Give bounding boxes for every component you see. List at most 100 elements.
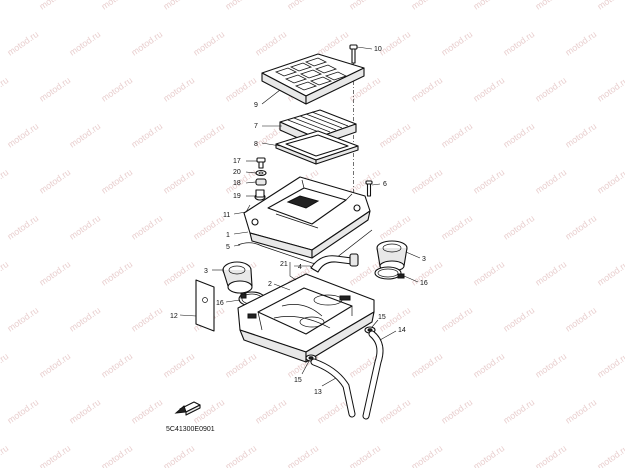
watermark-text: motod.ru — [439, 305, 474, 334]
callout-5: 5 — [226, 244, 230, 251]
watermark-text: motod.ru — [563, 305, 598, 334]
watermark-text: motod.ru — [501, 121, 536, 150]
part-grid-cover-9[interactable] — [261, 53, 365, 105]
watermark-text: motod.ru — [99, 75, 134, 104]
callout-1: 1 — [226, 232, 230, 239]
part-filter-frame-8[interactable] — [275, 130, 359, 165]
watermark-text: motod.ru — [99, 0, 134, 12]
part-breather-hose-4[interactable] — [310, 253, 359, 273]
part-bolt-10[interactable] — [349, 44, 358, 64]
callout-16-right: 16 — [420, 280, 428, 287]
watermark-text: motod.ru — [439, 213, 474, 242]
callout-15-upper: 15 — [378, 314, 386, 321]
watermark-text: motod.ru — [315, 397, 350, 426]
watermark-text: motod.ru — [67, 213, 102, 242]
watermark-text: motod.ru — [99, 351, 134, 380]
watermark-text: motod.ru — [161, 75, 196, 104]
drawing-code: 5C41300E0901 — [166, 426, 215, 433]
part-hose-clip-lower-15[interactable] — [305, 354, 317, 362]
watermark-text: motod.ru — [161, 0, 196, 12]
part-drain-hose-13[interactable] — [310, 358, 356, 418]
callout-14: 14 — [398, 327, 406, 334]
part-bracket-plate-12[interactable] — [195, 279, 215, 332]
watermark-text: motod.ru — [533, 443, 568, 468]
part-joint-right-3[interactable] — [376, 240, 408, 272]
watermark-text: motod.ru — [471, 75, 506, 104]
watermark-text: motod.ru — [595, 167, 625, 196]
watermark-text: motod.ru — [67, 397, 102, 426]
callout-labels: 10 9 7 8 17 20 18 19 6 11 1 5 3 21 4 2 3… — [170, 46, 428, 396]
callout-10: 10 — [374, 46, 382, 53]
callout-19: 19 — [233, 193, 241, 200]
watermark-text: motod.ru — [223, 75, 258, 104]
watermark-text: motod.ru — [129, 305, 164, 334]
watermark-text: motod.ru — [595, 0, 625, 12]
part-washer-20[interactable] — [255, 169, 267, 177]
watermark-text: motod.ru — [471, 443, 506, 468]
callout-18: 18 — [233, 180, 241, 187]
watermark-text: motod.ru — [223, 167, 258, 196]
watermark-text: motod.ru — [0, 167, 10, 196]
callout-12: 12 — [170, 313, 178, 320]
watermark-text: motod.ru — [595, 351, 625, 380]
watermark-text: motod.ru — [315, 29, 350, 58]
watermark-text: motod.ru — [37, 0, 72, 12]
watermark-text: motod.ru — [471, 0, 506, 12]
callout-21: 21 — [280, 261, 288, 268]
part-drain-hose-14[interactable] — [362, 330, 384, 420]
watermark-text: motod.ru — [533, 351, 568, 380]
watermark-text: motod.ru — [347, 0, 382, 12]
watermark-text: motod.ru — [99, 259, 134, 288]
callout-17: 17 — [233, 158, 241, 165]
watermark-text: motod.ru — [439, 121, 474, 150]
watermark-text: motod.ru — [37, 351, 72, 380]
watermark-text: motod.ru — [191, 213, 226, 242]
watermark-text: motod.ru — [377, 397, 412, 426]
part-joint-left-3[interactable] — [222, 261, 253, 294]
watermark-text: motod.ru — [439, 397, 474, 426]
watermark-text: motod.ru — [0, 443, 10, 468]
callout-20: 20 — [233, 169, 241, 176]
callout-15-lower: 15 — [294, 377, 302, 384]
watermark-text: motod.ru — [409, 0, 444, 12]
part-air-case-lower-2[interactable] — [237, 273, 375, 363]
part-air-case-upper-1[interactable] — [243, 176, 371, 259]
watermark-text: motod.ru — [129, 213, 164, 242]
watermark-text: motod.ru — [253, 397, 288, 426]
watermark-text: motod.ru — [191, 29, 226, 58]
part-bolt-6[interactable] — [365, 180, 373, 197]
watermark-text: motod.ru — [377, 121, 412, 150]
watermark-text: motod.ru — [99, 443, 134, 468]
watermark-text: motod.ru — [5, 29, 40, 58]
watermark-text: motod.ru — [0, 351, 10, 380]
watermark-text: motod.ru — [471, 167, 506, 196]
part-collar-18[interactable] — [255, 178, 267, 186]
callout-9: 9 — [254, 102, 258, 109]
callout-7: 7 — [254, 123, 258, 130]
callout-2: 2 — [268, 281, 272, 288]
watermark-text: motod.ru — [0, 0, 10, 12]
watermark-text: motod.ru — [0, 75, 10, 104]
part-screw-17[interactable] — [256, 157, 266, 169]
watermark-text: motod.ru — [161, 259, 196, 288]
part-grommet-19[interactable] — [254, 189, 266, 201]
callout-6: 6 — [383, 181, 387, 188]
watermark-text: motod.ru — [347, 443, 382, 468]
watermark-text: motod.ru — [223, 351, 258, 380]
watermark-text: motod.ru — [161, 443, 196, 468]
watermark-text: motod.ru — [37, 443, 72, 468]
watermark-text: motod.ru — [0, 259, 10, 288]
watermark-text: motod.ru — [563, 397, 598, 426]
front-direction-arrow-icon — [174, 401, 201, 416]
callout-4: 4 — [298, 264, 302, 271]
watermark-text: motod.ru — [37, 259, 72, 288]
watermark-text: motod.ru — [129, 397, 164, 426]
watermark-text: motod.ru — [501, 29, 536, 58]
watermark-text: motod.ru — [533, 167, 568, 196]
watermark-text: motod.ru — [129, 121, 164, 150]
callout-3-left: 3 — [204, 268, 208, 275]
watermark-text: motod.ru — [563, 213, 598, 242]
watermark-text: motod.ru — [37, 167, 72, 196]
watermark-text: motod.ru — [409, 75, 444, 104]
